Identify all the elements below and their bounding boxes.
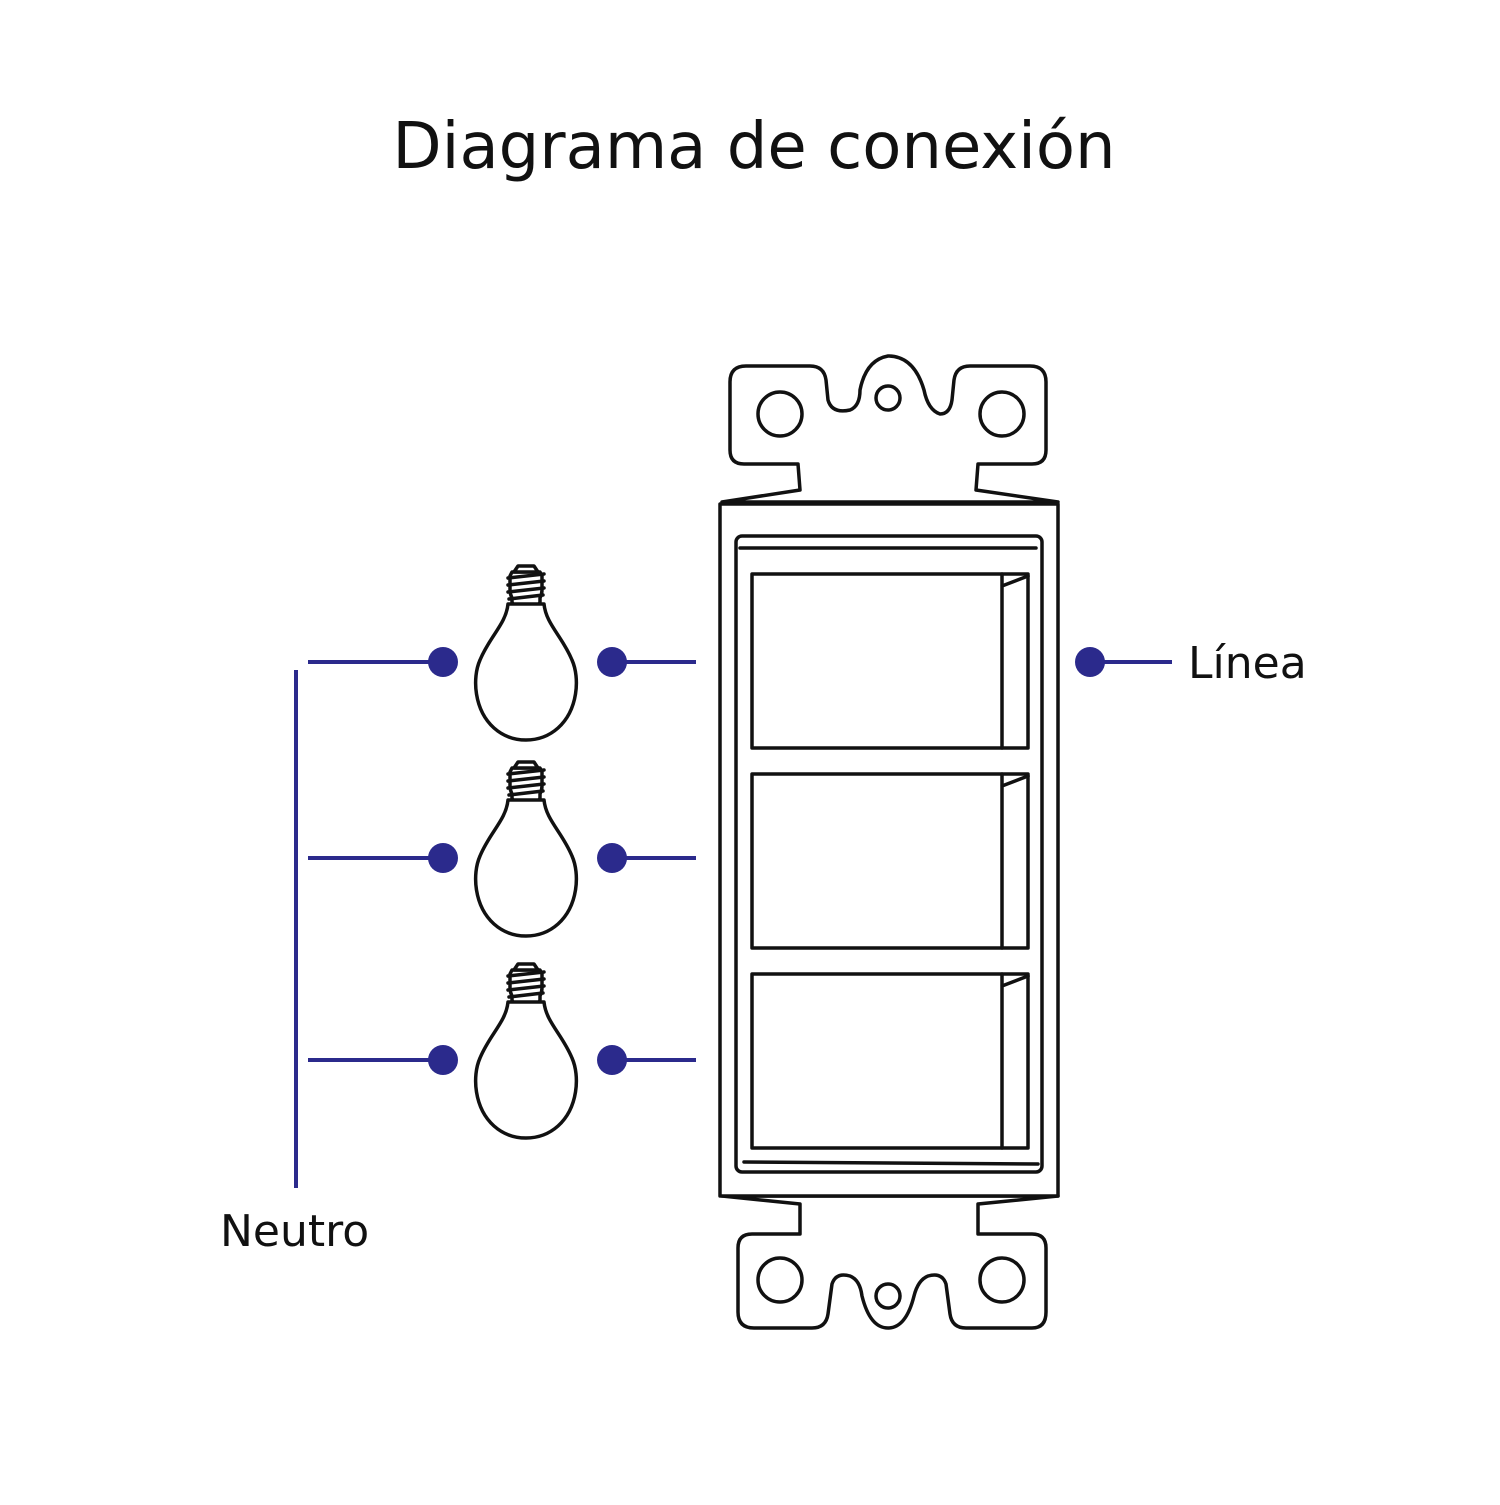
line-terminal-dot-icon [1075,647,1105,677]
load-terminal-dot-icon [597,647,627,677]
page-title: Diagrama de conexión [392,110,1115,184]
top-center-hole [874,384,902,412]
rocker-switch [750,972,1030,1150]
line-label: Línea [1188,638,1307,689]
light-bulb-icon [473,962,579,1140]
load-terminal-dot-icon [597,1045,627,1075]
bottom-center-hole [874,1282,902,1310]
neutral-wire-bus [294,647,696,1188]
rocker-switch [750,572,1030,750]
neutral-terminal-dot-icon [428,1045,458,1075]
load-terminal-dot-icon [597,843,627,873]
rocker-switch [750,772,1030,950]
triple-switch-plate-icon [718,354,1060,1330]
top-left-screw-hole [756,390,804,438]
light-bulb-icon [473,564,579,742]
bottom-right-screw-hole [978,1256,1026,1304]
neutral-terminal-dot-icon [428,647,458,677]
top-right-screw-hole [978,390,1026,438]
neutral-terminal-dot-icon [428,843,458,873]
switch-inner-frame [734,534,1044,1174]
bottom-left-screw-hole [756,1256,804,1304]
bottom-mounting-ear [720,1194,1060,1330]
light-bulb-icon [473,760,579,938]
line-wire: Línea [1075,638,1307,689]
bulb-group [473,564,579,1140]
neutral-label: Neutro [220,1206,369,1257]
top-mounting-ear [720,354,1060,504]
